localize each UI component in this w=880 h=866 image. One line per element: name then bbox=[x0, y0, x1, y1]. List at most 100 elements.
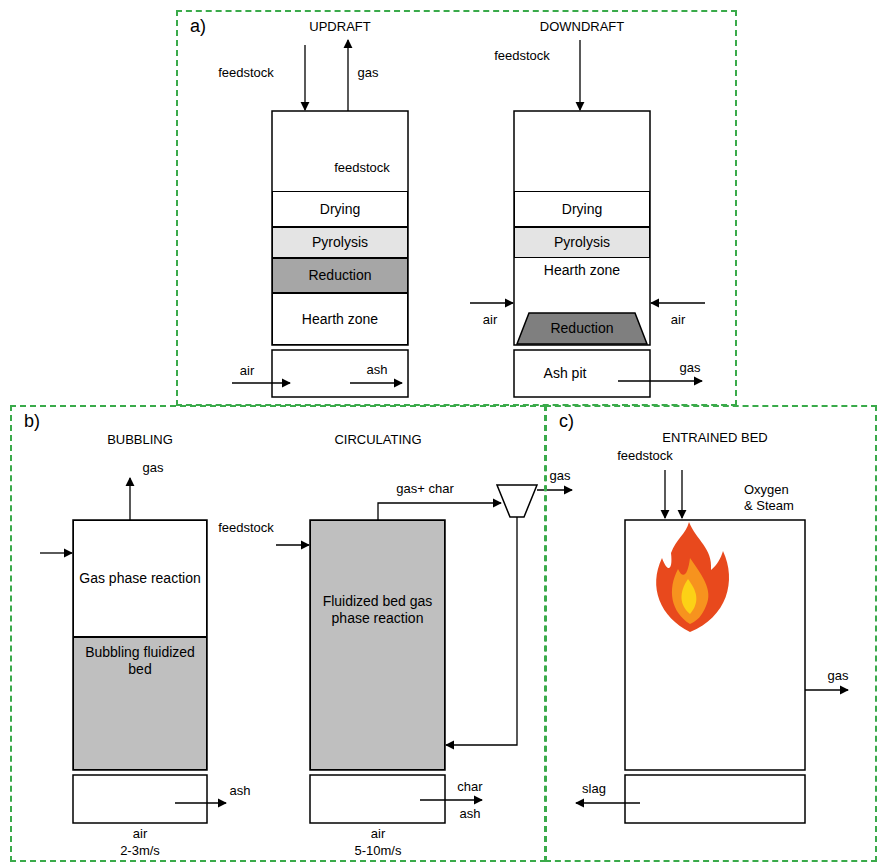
label-anchor: ENTRAINED BED bbox=[662, 430, 767, 446]
slag-arrow bbox=[576, 802, 640, 803]
gas-char-line bbox=[378, 503, 501, 520]
flow-label: feedstock bbox=[218, 65, 274, 81]
reactor-title: BUBBLING bbox=[107, 432, 173, 448]
label-anchor: air bbox=[483, 312, 497, 328]
pyrolysis-zone: Pyrolysis bbox=[272, 227, 408, 258]
circulating-vessel bbox=[310, 520, 445, 770]
cyclone bbox=[497, 485, 537, 517]
label-anchor: feedstock bbox=[334, 160, 390, 176]
zone-label: Bubbling fluidized bed bbox=[78, 644, 202, 678]
zone-label: Pyrolysis bbox=[554, 234, 610, 251]
flow-label: air bbox=[483, 312, 497, 328]
flow-label: feedstock bbox=[617, 448, 673, 464]
bubbling-plenum bbox=[73, 775, 207, 823]
downdraft-vessel bbox=[514, 111, 650, 345]
ash-pit: Ash pit bbox=[516, 351, 614, 396]
label-anchor: ash bbox=[367, 362, 388, 378]
gas-arrow bbox=[805, 689, 848, 690]
label-anchor: slag bbox=[582, 781, 606, 797]
char-ash-arrow bbox=[420, 799, 482, 800]
ash-arrow bbox=[175, 802, 226, 803]
hearth-zone: Hearth zone bbox=[272, 293, 408, 345]
flow-label: feedstock bbox=[334, 160, 390, 176]
label-anchor: gas bbox=[358, 65, 379, 81]
flow-label: air bbox=[240, 363, 254, 379]
pyrolysis-zone: Pyrolysis bbox=[514, 227, 650, 258]
zone-label: Fluidized bed gas phase reaction bbox=[315, 593, 440, 627]
label-anchor: feedstock bbox=[218, 65, 274, 81]
label-anchor: gas bbox=[828, 668, 849, 684]
gas-phase-zone: Gas phase reaction bbox=[73, 520, 207, 637]
downdraft-ash-box bbox=[514, 350, 650, 397]
flow-label: gas bbox=[143, 460, 164, 476]
trapezoid-shape bbox=[517, 313, 647, 344]
char-return-line bbox=[446, 517, 517, 745]
entrained-vessel bbox=[625, 520, 805, 770]
zone-label: Pyrolysis bbox=[312, 234, 368, 251]
reduction-zone: Reduction bbox=[514, 312, 650, 345]
label-anchor: gas bbox=[550, 468, 571, 484]
flow-label: air bbox=[371, 826, 385, 842]
reactor-title: DOWNDRAFT bbox=[540, 19, 625, 35]
hearth-zone: Hearth zone bbox=[516, 259, 648, 299]
circulating-bed-zone: Fluidized bed gas phase reaction bbox=[310, 520, 445, 770]
label-anchor: gas bbox=[143, 460, 164, 476]
flow-label: ash bbox=[460, 806, 481, 822]
ash-arrow bbox=[350, 382, 402, 383]
label-anchor: UPDRAFT bbox=[309, 19, 370, 35]
label-anchor: gas+ char bbox=[396, 481, 453, 497]
air-arrow bbox=[651, 302, 705, 303]
entrained-slag-box bbox=[625, 775, 805, 823]
flow-label: gas bbox=[550, 468, 571, 484]
label-anchor: air bbox=[133, 826, 147, 842]
label-anchor: air bbox=[240, 363, 254, 379]
air-arrow bbox=[470, 302, 513, 303]
zone-label: Ash pit bbox=[544, 365, 587, 382]
flow-label: char bbox=[457, 779, 482, 795]
gas-arrow bbox=[618, 380, 702, 381]
drying-zone: Drying bbox=[272, 191, 408, 227]
label-anchor: feedstock bbox=[218, 520, 274, 536]
flow-label: gas+ char bbox=[396, 481, 453, 497]
gas-arrow bbox=[347, 40, 348, 111]
zone-label: Gas phase reaction bbox=[79, 570, 200, 587]
flow-label: ash bbox=[230, 783, 251, 799]
flow-label: ash bbox=[367, 362, 388, 378]
label-anchor: 2-3m/s bbox=[120, 843, 160, 859]
zone-label: Drying bbox=[562, 201, 602, 218]
flow-label: Oxygen & Steam bbox=[744, 482, 800, 513]
label-anchor: DOWNDRAFT bbox=[540, 19, 625, 35]
label-anchor: Oxygen & Steam bbox=[744, 482, 800, 513]
feed-arrow bbox=[681, 470, 682, 518]
zone-label: Hearth zone bbox=[302, 311, 378, 328]
feed-arrow bbox=[664, 470, 665, 518]
flow-label: gas bbox=[358, 65, 379, 81]
feed-arrow bbox=[40, 552, 72, 553]
flow-label: gas bbox=[828, 668, 849, 684]
bubbling-vessel bbox=[73, 520, 207, 770]
label-anchor: ash bbox=[230, 783, 251, 799]
panel-letter: c) bbox=[559, 411, 574, 433]
reactor-title: CIRCULATING bbox=[334, 432, 421, 448]
reduction-zone: Reduction bbox=[272, 258, 408, 293]
feed-arrow bbox=[579, 40, 580, 110]
reactor-title: ENTRAINED BED bbox=[662, 430, 767, 446]
flow-label: air bbox=[133, 826, 147, 842]
flow-label: air bbox=[671, 312, 685, 328]
label-anchor: ash bbox=[460, 806, 481, 822]
updraft-vessel bbox=[272, 111, 408, 345]
flow-label: gas bbox=[680, 360, 701, 376]
label-anchor: air bbox=[671, 312, 685, 328]
zone-label: Drying bbox=[320, 201, 360, 218]
label-anchor: 5-10m/s bbox=[355, 843, 402, 859]
zone-label: Reduction bbox=[550, 320, 613, 337]
feed-arrow bbox=[304, 45, 305, 110]
label-anchor: air bbox=[371, 826, 385, 842]
reactor-title: UPDRAFT bbox=[309, 19, 370, 35]
label-anchor: BUBBLING bbox=[107, 432, 173, 448]
circulating-plenum bbox=[310, 775, 445, 823]
label-anchor: CIRCULATING bbox=[334, 432, 421, 448]
velocity-label: 2-3m/s bbox=[120, 843, 160, 859]
velocity-label: 5-10m/s bbox=[355, 843, 402, 859]
panel-letter: b) bbox=[24, 411, 40, 433]
